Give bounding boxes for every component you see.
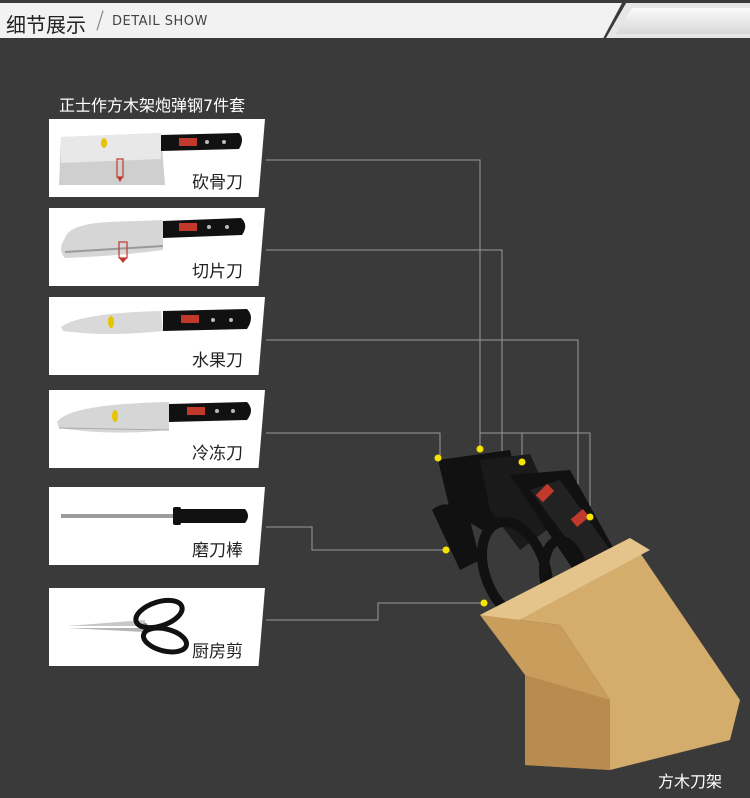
fruit-knife-icon <box>61 309 251 334</box>
item-card-kitchen-scissors[interactable]: 厨房剪 <box>49 588 265 666</box>
knife-block-label: 方木刀架 <box>658 772 723 791</box>
knife-block-icon <box>432 445 740 770</box>
item-label: 厨房剪 <box>192 642 243 662</box>
cleaver-icon <box>59 133 242 185</box>
header: 细节展示 / DETAIL SHOW <box>0 0 750 44</box>
header-band <box>0 3 622 38</box>
item-card-fruit-knife[interactable]: 水果刀 <box>49 297 265 375</box>
header-band-decor-inner <box>616 8 750 34</box>
item-label: 水果刀 <box>192 351 243 371</box>
slicing-knife-icon <box>61 218 246 263</box>
item-label: 切片刀 <box>192 262 243 282</box>
knife-block <box>420 440 750 798</box>
title-divider: / <box>96 6 105 34</box>
item-label: 冷冻刀 <box>192 444 243 464</box>
item-card-slicing-knife[interactable]: 切片刀 <box>49 208 265 286</box>
item-card-cleaver[interactable]: 砍骨刀 <box>49 119 265 197</box>
item-label: 砍骨刀 <box>192 173 243 193</box>
set-title: 正士作方木架炮弹钢7件套 <box>59 96 246 115</box>
item-card-sharpening-rod[interactable]: 磨刀棒 <box>49 487 265 565</box>
section-title: 细节展示 <box>6 13 86 37</box>
sharpening-rod-icon <box>61 507 248 525</box>
kitchen-scissors-icon <box>67 597 190 655</box>
frozen-knife-icon <box>57 402 251 433</box>
section-subtitle: DETAIL SHOW <box>112 14 208 29</box>
item-card-frozen-knife[interactable]: 冷冻刀 <box>49 390 265 468</box>
item-label: 磨刀棒 <box>192 541 243 561</box>
